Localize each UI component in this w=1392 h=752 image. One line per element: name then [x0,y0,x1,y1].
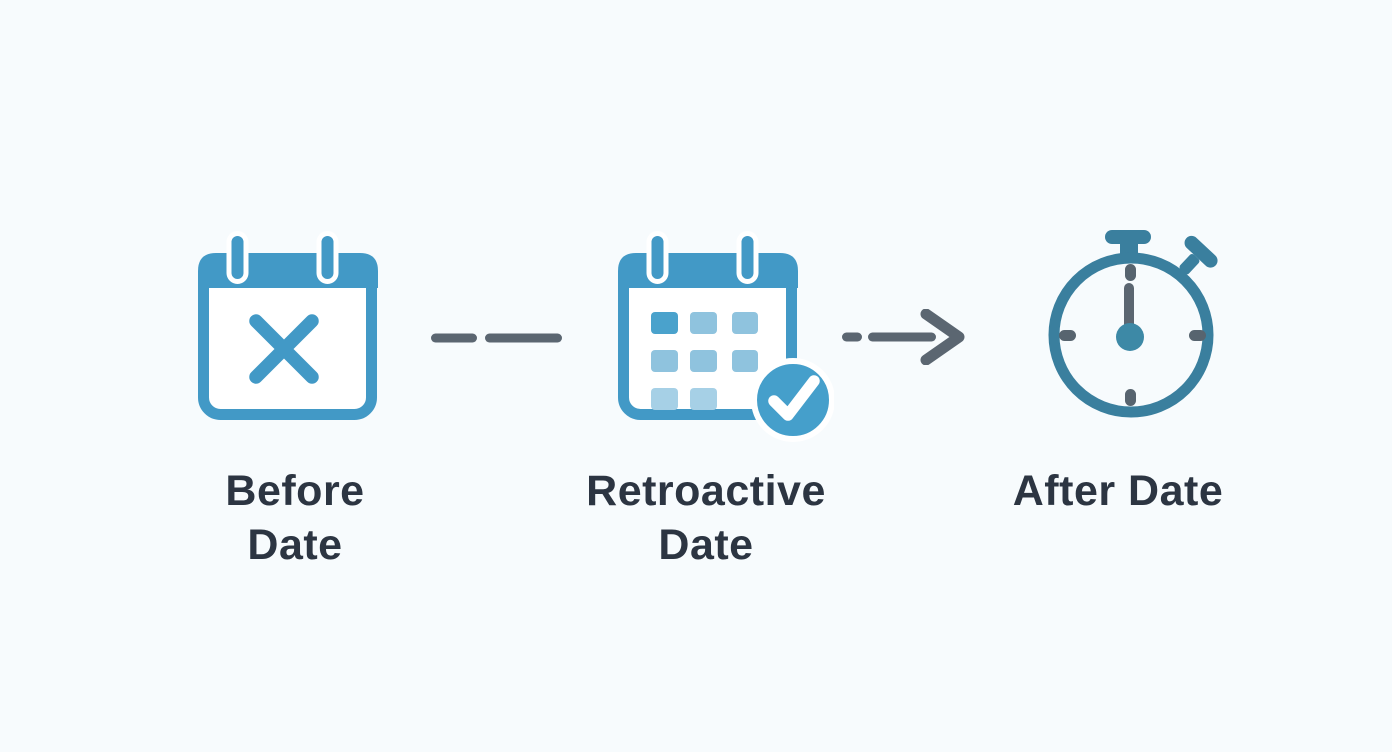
calendar-x-icon [198,231,378,420]
calendar-check-icon [618,231,834,442]
step-label-retroactive-date: Retroactive Date [586,467,826,570]
arrow-connector [842,309,965,365]
step-label-after-date: After Date [1012,467,1224,515]
step-label-before-date: Before Date [225,467,365,570]
stopwatch-icon [1048,230,1218,418]
dashed-line-connector [431,333,562,343]
